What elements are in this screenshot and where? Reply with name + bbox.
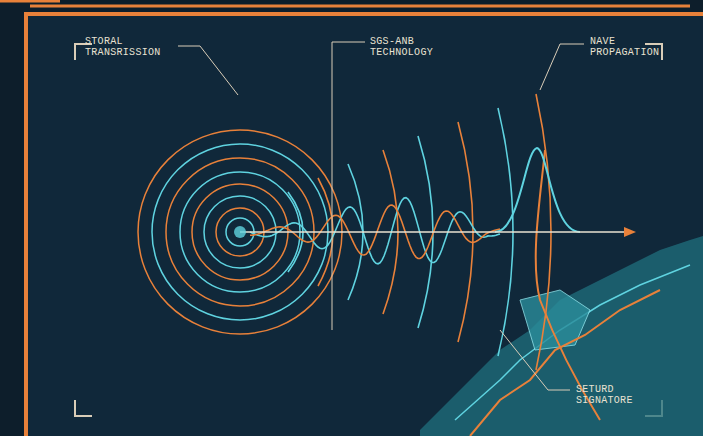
terrain-ridge (455, 265, 690, 420)
frame-corner (0, 0, 60, 3)
source-dot (234, 226, 246, 238)
callout-label: SETURD SIGNATORE (576, 384, 636, 406)
arrow-head (624, 227, 636, 237)
fault-line (536, 150, 600, 420)
callout-label: SGS-ANB TECHNOLOGY (370, 36, 436, 58)
peak-signature (495, 148, 580, 232)
leader-lines (178, 42, 584, 390)
frame-top (30, 5, 690, 8)
callout-label: NAVE PROPAGATION (590, 36, 662, 58)
frame (26, 14, 703, 436)
sine-wave (250, 198, 500, 264)
panel (26, 14, 703, 436)
signal-waves (250, 198, 500, 264)
axis-arrow (240, 231, 628, 233)
callout-label: STORAL TRANSRISSION (85, 36, 151, 58)
terrain (420, 236, 703, 436)
terrain-contour (470, 290, 660, 436)
rock-block (520, 290, 590, 350)
